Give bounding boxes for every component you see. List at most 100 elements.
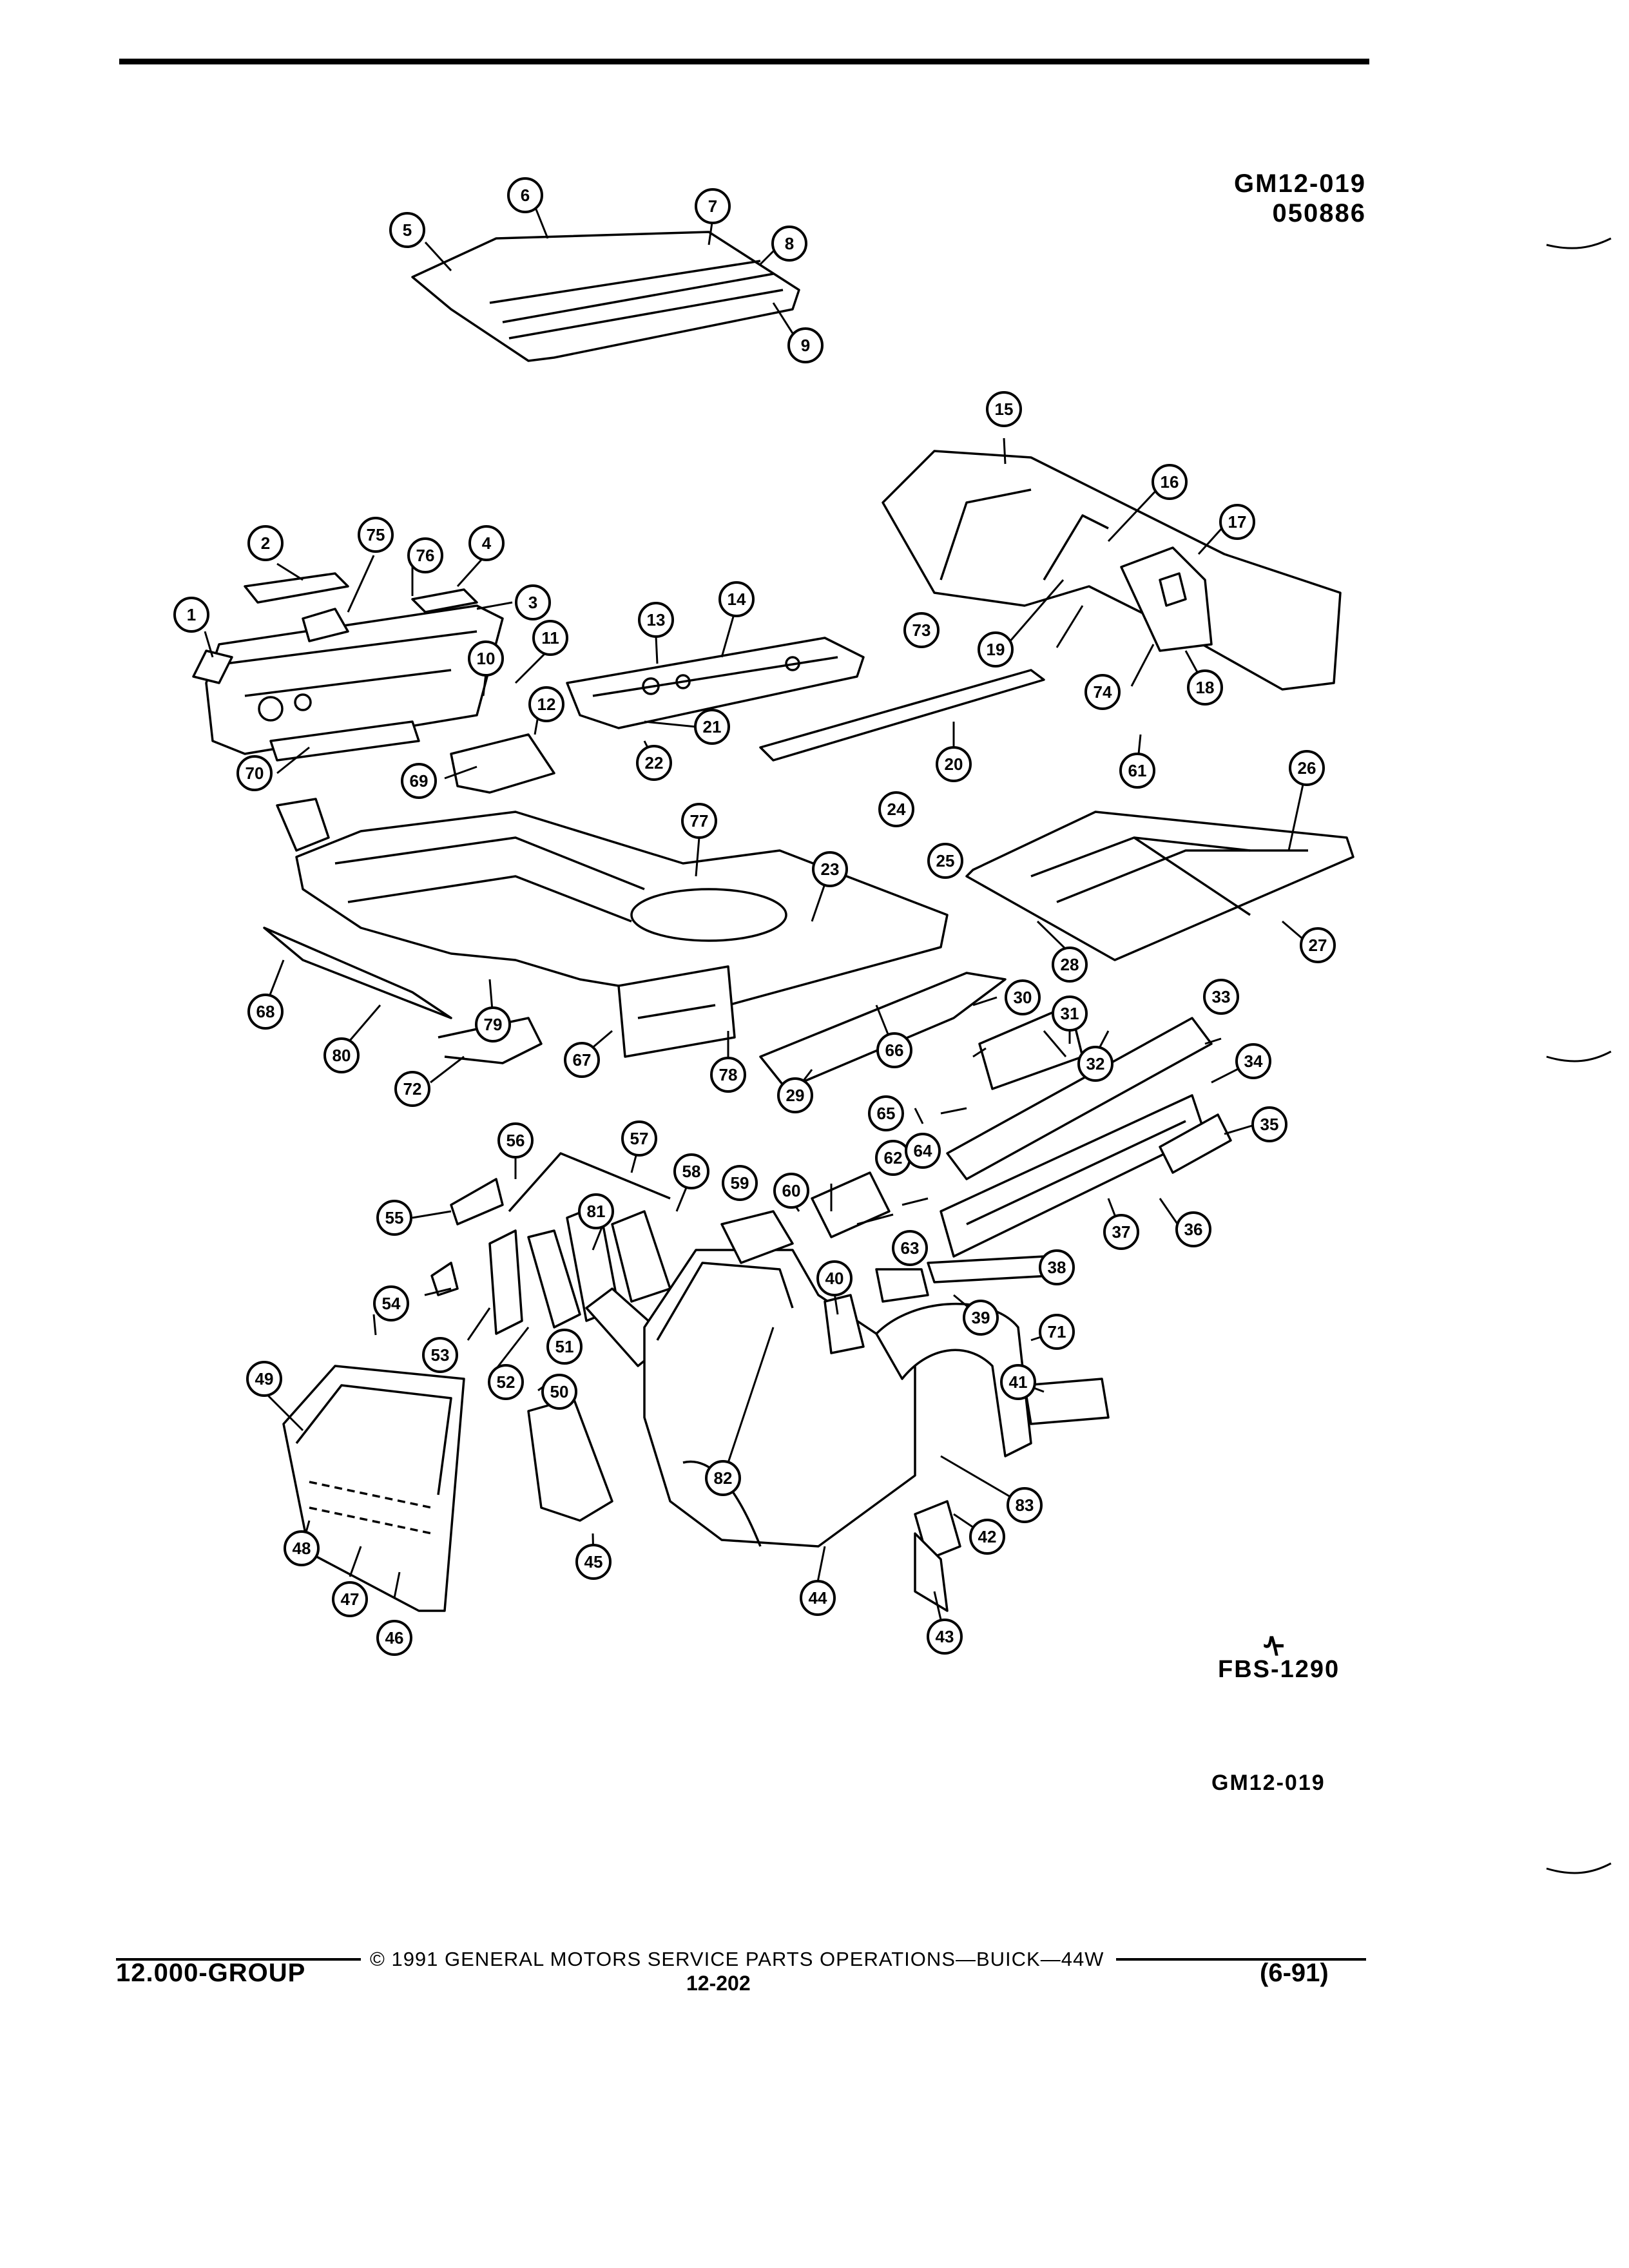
svg-text:79: 79: [484, 1015, 503, 1034]
callout-62: 62: [875, 1140, 911, 1176]
figure-symbol: ᠰ: [1263, 1632, 1285, 1664]
callout-7: 7: [695, 188, 731, 224]
callout-23: 23: [812, 851, 848, 887]
callout-21: 21: [694, 709, 730, 745]
svg-text:13: 13: [647, 610, 666, 629]
svg-text:28: 28: [1061, 955, 1079, 974]
svg-text:55: 55: [385, 1208, 404, 1227]
callout-71: 71: [1039, 1314, 1075, 1350]
pillars: [430, 1152, 671, 1367]
svg-text:49: 49: [255, 1369, 274, 1389]
svg-text:74: 74: [1094, 682, 1112, 702]
callout-3: 3: [515, 584, 551, 620]
svg-text:25: 25: [936, 851, 955, 870]
quarter-extension: [927, 1255, 1052, 1283]
svg-text:52: 52: [497, 1372, 516, 1392]
quarter-gusset: [875, 1268, 929, 1303]
callout-10: 10: [468, 640, 504, 677]
rocker-strip: [759, 669, 1045, 762]
callout-47: 47: [332, 1581, 368, 1617]
svg-text:50: 50: [550, 1382, 569, 1401]
floor-pan: [276, 798, 949, 1058]
footer-copyright: © 1991 GENERAL MOTORS SERVICE PARTS OPER…: [370, 1948, 1104, 1970]
svg-text:23: 23: [821, 860, 840, 879]
svg-text:75: 75: [367, 525, 385, 544]
callout-35: 35: [1251, 1106, 1287, 1142]
svg-text:83: 83: [1016, 1495, 1034, 1515]
callout-26: 26: [1289, 750, 1325, 786]
quarter-reinforcement: [811, 1171, 891, 1238]
svg-text:1: 1: [187, 605, 196, 624]
quarter-bracket: [824, 1294, 865, 1354]
svg-text:17: 17: [1228, 512, 1247, 532]
svg-text:54: 54: [382, 1294, 401, 1313]
callout-75: 75: [358, 517, 394, 553]
callout-78: 78: [710, 1057, 746, 1093]
svg-text:15: 15: [995, 399, 1014, 419]
svg-text:36: 36: [1184, 1220, 1203, 1239]
svg-text:47: 47: [341, 1590, 360, 1609]
svg-text:35: 35: [1260, 1115, 1279, 1134]
svg-text:80: 80: [333, 1046, 351, 1065]
svg-text:20: 20: [945, 754, 963, 774]
callout-4: 4: [468, 525, 505, 561]
svg-text:11: 11: [541, 628, 559, 648]
svg-text:66: 66: [885, 1041, 904, 1060]
svg-text:56: 56: [506, 1131, 525, 1150]
callout-20: 20: [936, 746, 972, 782]
svg-text:62: 62: [884, 1148, 903, 1168]
svg-text:60: 60: [782, 1181, 801, 1200]
callout-43: 43: [927, 1619, 963, 1655]
margin-curl-bottom: [1546, 1862, 1612, 1874]
svg-text:24: 24: [887, 800, 906, 819]
svg-text:46: 46: [385, 1628, 404, 1648]
callout-54: 54: [373, 1285, 409, 1321]
callout-37: 37: [1103, 1214, 1139, 1250]
callout-77: 77: [681, 803, 717, 839]
callout-56: 56: [497, 1122, 534, 1158]
callout-64: 64: [905, 1133, 941, 1169]
svg-text:40: 40: [825, 1269, 844, 1288]
callout-63: 63: [892, 1230, 928, 1266]
svg-text:32: 32: [1086, 1054, 1105, 1073]
svg-text:72: 72: [403, 1079, 422, 1099]
package-tray: [566, 637, 865, 729]
callout-82: 82: [705, 1460, 741, 1496]
callout-27: 27: [1300, 927, 1336, 963]
svg-text:57: 57: [630, 1129, 649, 1148]
callout-67: 67: [564, 1042, 600, 1078]
callout-50: 50: [541, 1374, 577, 1410]
svg-text:9: 9: [801, 336, 810, 355]
rocker-left: [263, 927, 452, 1019]
top-rule: [119, 59, 1369, 64]
svg-text:3: 3: [528, 593, 537, 612]
trunk-lid: [965, 811, 1354, 961]
callout-66: 66: [876, 1032, 912, 1068]
callout-5: 5: [389, 212, 425, 248]
callout-31: 31: [1052, 995, 1088, 1032]
svg-text:68: 68: [256, 1002, 275, 1021]
callout-48: 48: [284, 1530, 320, 1566]
svg-text:78: 78: [719, 1065, 738, 1084]
callout-25: 25: [927, 843, 963, 879]
callout-58: 58: [673, 1153, 709, 1189]
header-date-code: 050886: [1272, 199, 1366, 227]
callout-13: 13: [638, 602, 674, 638]
callout-40: 40: [816, 1260, 853, 1296]
callout-83: 83: [1007, 1487, 1043, 1523]
roof-panel: [411, 231, 800, 362]
callout-51: 51: [546, 1329, 583, 1365]
svg-text:38: 38: [1048, 1258, 1066, 1277]
svg-text:70: 70: [246, 764, 264, 783]
svg-text:41: 41: [1009, 1372, 1028, 1392]
callout-34: 34: [1235, 1043, 1271, 1079]
callout-46: 46: [376, 1620, 412, 1656]
callout-49: 49: [246, 1361, 282, 1397]
svg-text:33: 33: [1212, 987, 1231, 1006]
callout-18: 18: [1187, 669, 1223, 706]
callout-33: 33: [1203, 979, 1239, 1015]
svg-text:69: 69: [410, 771, 429, 791]
callout-30: 30: [1005, 979, 1041, 1015]
callout-52: 52: [488, 1364, 524, 1400]
svg-text:64: 64: [914, 1141, 932, 1160]
